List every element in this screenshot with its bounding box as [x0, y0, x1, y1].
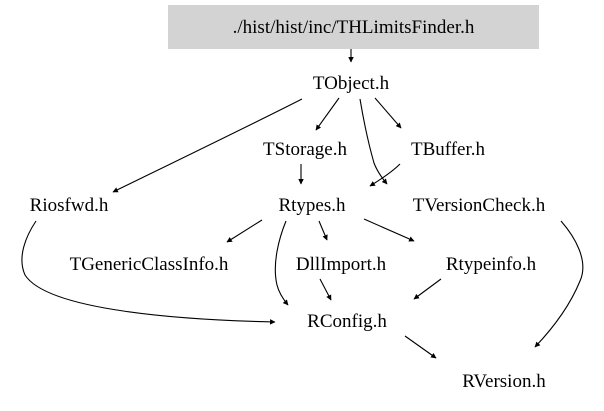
node-rconfig[interactable]: RConfig.h — [288, 308, 406, 334]
edge-tobject-tstorage — [315, 97, 340, 131]
node-label-dllimport: DllImport.h — [295, 253, 387, 275]
node-rtypeinfo[interactable]: Rtypeinfo.h — [430, 251, 552, 277]
node-thlimitsfinder[interactable]: ./hist/hist/inc/THLimitsFinder.h — [168, 5, 539, 49]
node-label-tobject: TObject.h — [312, 72, 390, 94]
edge-rtypes-rtypeinfo — [363, 218, 415, 242]
edge-tversioncheck-rversion — [534, 220, 584, 348]
node-tversioncheck[interactable]: TVersionCheck.h — [384, 192, 574, 218]
edge-rtypeinfo-rconfig — [413, 278, 442, 300]
node-riosfwd[interactable]: Riosfwd.h — [14, 192, 124, 218]
node-rtypes[interactable]: Rtypes.h — [264, 192, 360, 218]
node-label-thlimitsfinder: ./hist/hist/inc/THLimitsFinder.h — [232, 16, 475, 38]
node-label-rtypeinfo: Rtypeinfo.h — [445, 253, 537, 275]
edge-rconfig-rversion — [404, 335, 437, 359]
node-tbuffer[interactable]: TBuffer.h — [392, 136, 504, 162]
edge-tbuffer-rtypes — [369, 163, 401, 187]
node-tstorage[interactable]: TStorage.h — [248, 136, 362, 162]
node-label-rconfig: RConfig.h — [307, 310, 387, 332]
edge-tobject-tversioncheck — [359, 98, 388, 185]
node-dllimport[interactable]: DllImport.h — [282, 251, 400, 277]
node-label-tgenericclassinfo: TGenericClassInfo.h — [69, 253, 229, 275]
node-rversion[interactable]: RVersion.h — [440, 368, 568, 394]
edge-tobject-tbuffer — [374, 97, 402, 129]
node-label-tversioncheck: TVersionCheck.h — [412, 194, 546, 216]
node-label-tstorage: TStorage.h — [263, 138, 347, 160]
node-label-tbuffer: TBuffer.h — [410, 138, 486, 160]
node-label-rtypes: Rtypes.h — [278, 194, 346, 216]
node-label-riosfwd: Riosfwd.h — [29, 194, 109, 216]
node-tgenericclassinfo[interactable]: TGenericClassInfo.h — [30, 251, 268, 277]
edge-dllimport-rconfig — [319, 278, 332, 301]
edge-rtypes-dllimport — [318, 220, 328, 241]
edge-rtypes-tgenericclassinfo — [226, 219, 263, 243]
node-tobject[interactable]: TObject.h — [295, 70, 407, 96]
node-label-rversion: RVersion.h — [462, 370, 546, 392]
